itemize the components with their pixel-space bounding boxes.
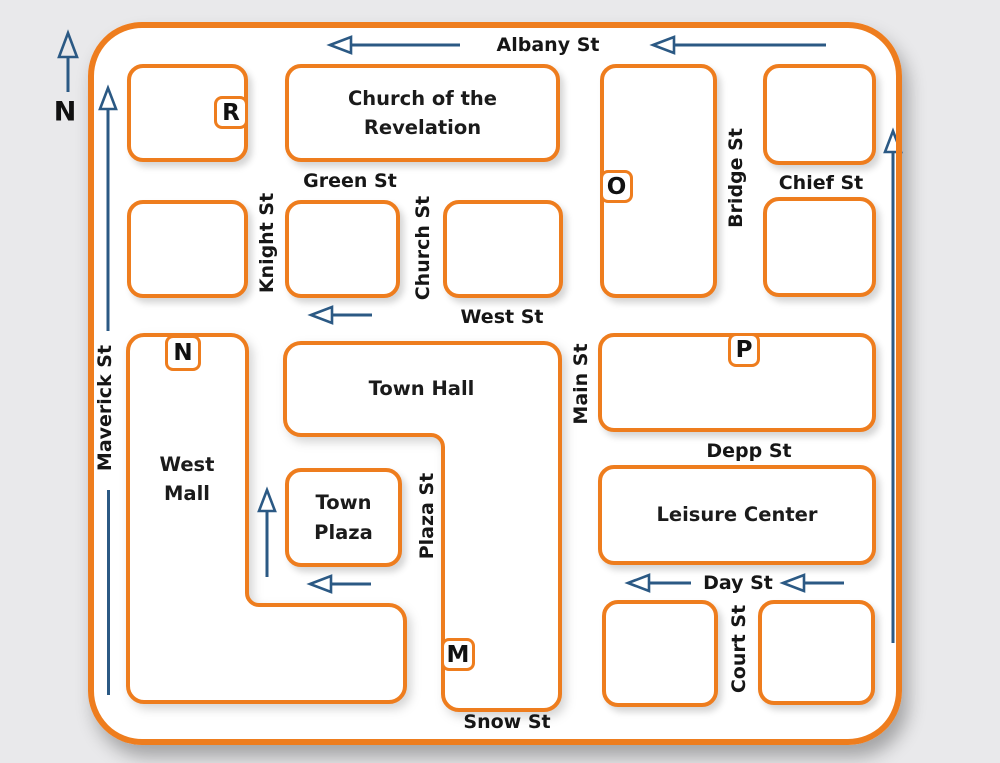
marker-r: R	[214, 96, 248, 129]
building-block	[443, 200, 563, 298]
building-town-plaza: Town Plaza	[285, 468, 402, 567]
one-way-arrow-west-icon	[326, 35, 460, 55]
building-church-of-the-revelation: Church of the Revelation	[285, 64, 560, 162]
street-label-chief: Chief St	[778, 172, 864, 194]
street-label-day: Day St	[703, 572, 773, 594]
marker-o: O	[600, 170, 633, 203]
street-label-maverick: Maverick St	[94, 344, 116, 472]
marker-n: N	[165, 335, 201, 371]
building-block	[758, 600, 875, 705]
marker-p: P	[728, 333, 760, 367]
street-label-main: Main St	[570, 343, 592, 425]
street-label-court: Court St	[728, 604, 750, 694]
building-west-mall	[126, 333, 407, 704]
compass-north-label: N	[53, 96, 77, 128]
building-block	[285, 200, 400, 298]
one-way-arrow-north-icon	[98, 84, 118, 331]
street-label-depp: Depp St	[706, 440, 792, 462]
north-arrow-icon	[57, 29, 79, 92]
street-label-west: West St	[460, 306, 544, 328]
building-label: Leisure Center	[656, 503, 818, 527]
street-label-church: Church St	[412, 195, 434, 301]
building-block	[602, 600, 718, 707]
street-label-bridge: Bridge St	[725, 128, 747, 228]
marker-m: M	[441, 638, 475, 671]
one-way-arrow-west-icon	[624, 573, 691, 593]
one-way-arrow-north-icon	[883, 127, 903, 643]
one-way-arrow-west-icon	[649, 35, 826, 55]
building-block	[127, 200, 248, 298]
one-way-arrow-north-icon	[257, 486, 277, 577]
building-label: Town Plaza	[314, 491, 373, 544]
street-label-albany: Albany St	[496, 34, 600, 56]
building-town-hall	[283, 341, 562, 712]
building-label-town-hall: Town Hall	[368, 377, 475, 400]
building-block	[763, 197, 876, 297]
one-way-arrow-west-icon	[779, 573, 844, 593]
one-way-arrow-west-icon	[307, 305, 372, 325]
building-label-west-mall: West Mall	[159, 453, 215, 506]
street-label-snow: Snow St	[463, 711, 551, 733]
street-label-knight: Knight St	[256, 192, 278, 294]
town-map: Church of the Revelation Town Plaza Leis…	[88, 22, 903, 745]
building-leisure-center: Leisure Center	[598, 465, 876, 565]
street-label-green: Green St	[303, 170, 397, 192]
one-way-arrow-shaft	[107, 490, 110, 695]
building-block	[763, 64, 876, 165]
street-label-plaza: Plaza St	[416, 472, 438, 560]
building-label: Church of the Revelation	[347, 86, 498, 139]
one-way-arrow-west-icon	[306, 574, 371, 594]
